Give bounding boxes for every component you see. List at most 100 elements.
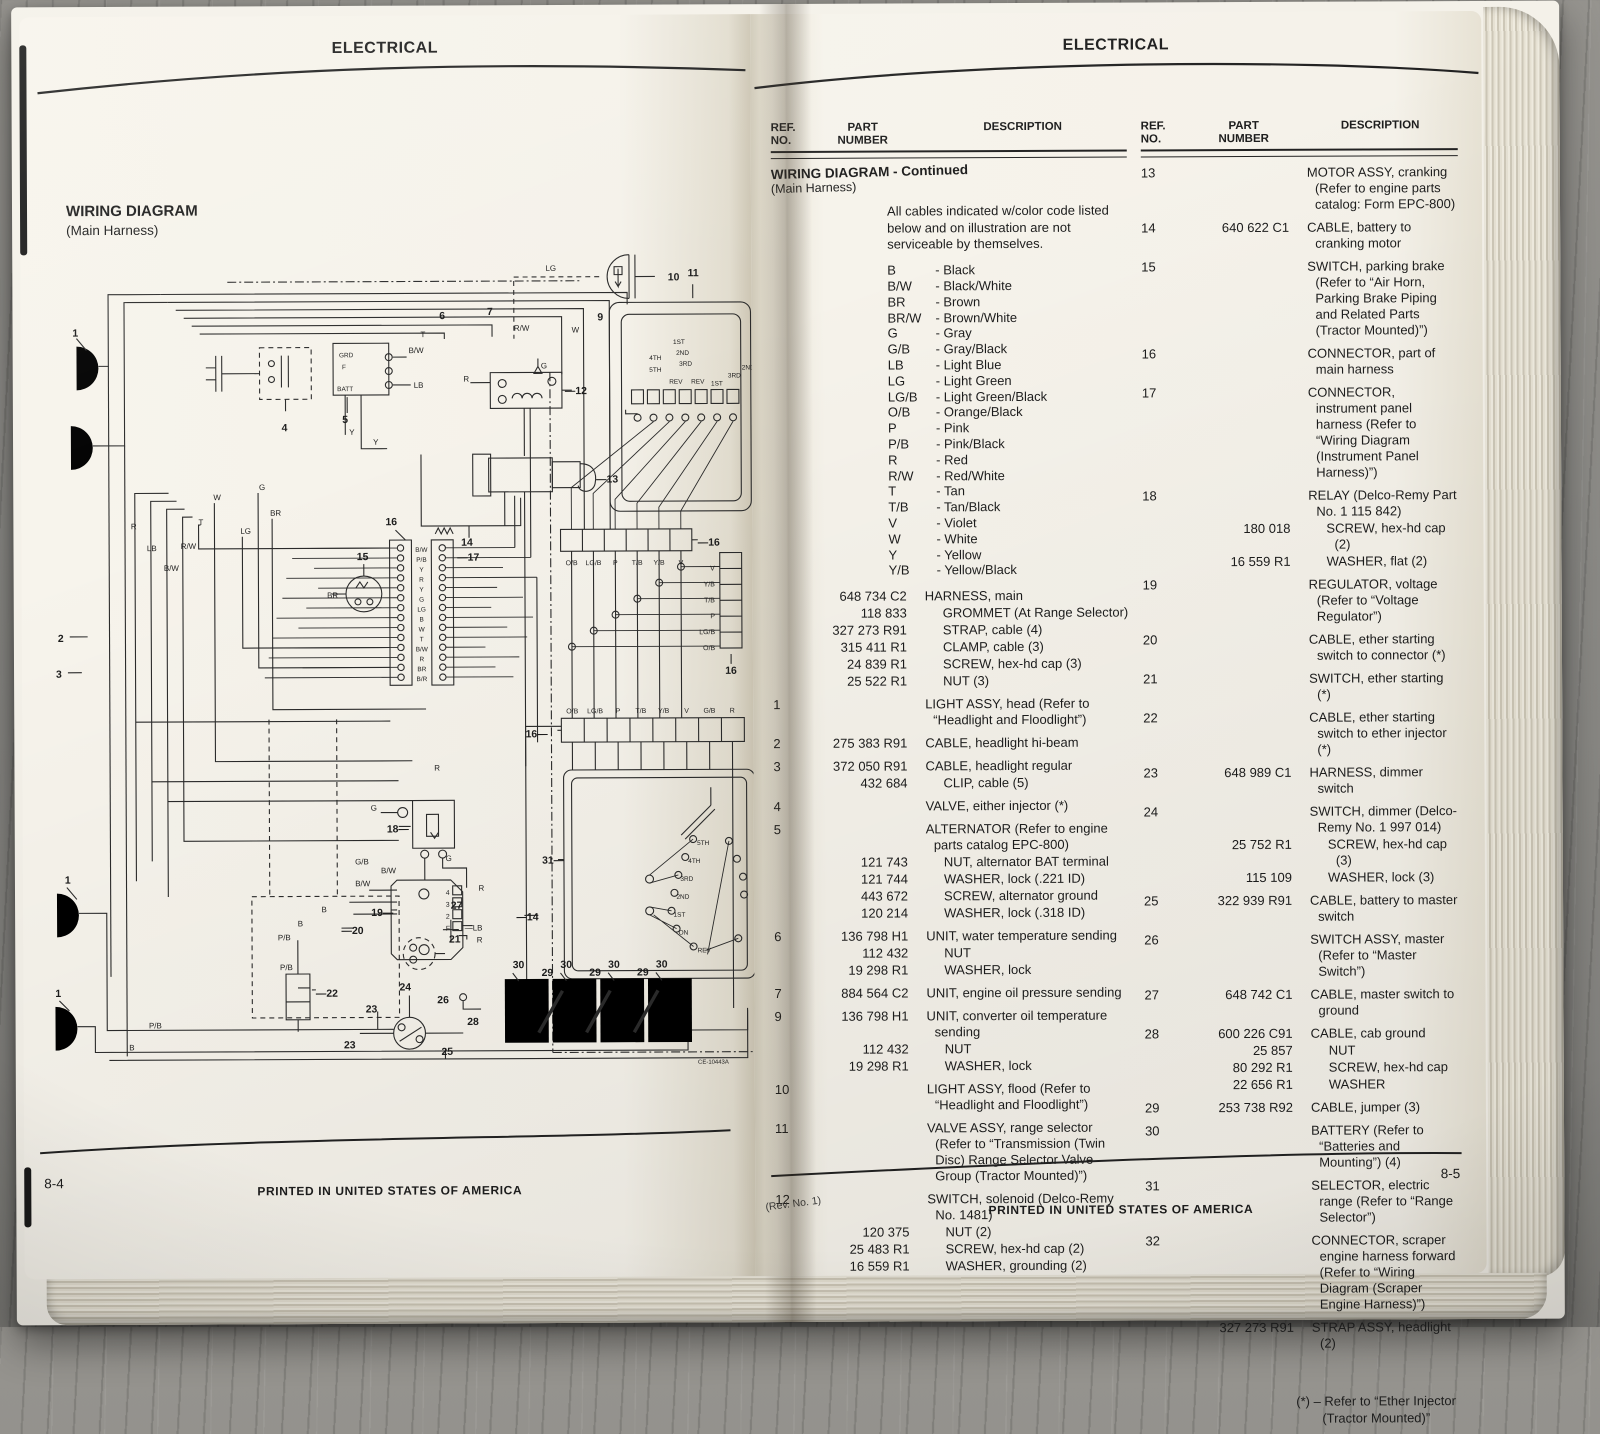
parts-row: 112 432 NUT xyxy=(775,1041,1131,1059)
diagram-label: V xyxy=(679,560,684,567)
ref-no: 21 xyxy=(1143,671,1158,687)
part-description: UNIT, engine oil pressure sending xyxy=(926,984,1122,1001)
color-code: BR xyxy=(887,294,906,310)
part-description: WASHER, lock xyxy=(944,1058,1032,1074)
color-code-row: LG/B - Light Green/Black xyxy=(888,388,1128,405)
part-number xyxy=(1188,932,1306,981)
color-code: LG/B xyxy=(887,388,918,405)
color-code: LB xyxy=(887,357,904,373)
part-description: NUT, alternator BAT terminal xyxy=(943,853,1109,870)
parts-row: 17 CONNECTOR, instrument panel harness (… xyxy=(1142,385,1459,482)
part-number: 24 839 R1 xyxy=(846,656,908,672)
ref-no: 9 xyxy=(774,1009,782,1025)
color-code-row: LG - Light Green xyxy=(888,372,1128,389)
parts-row: 25 752 R1 SCREW, hex-hd cap (3) xyxy=(1144,837,1461,870)
description-header: DESCRIPTION xyxy=(983,120,1062,134)
color-code: G/B xyxy=(887,341,911,357)
part-description: CABLE, ether starting switch to ether in… xyxy=(1309,709,1447,758)
parts-row: 20 CABLE, ether starting switch to conne… xyxy=(1143,632,1460,665)
header-rule-right xyxy=(754,62,1479,90)
diagram-label: B/W xyxy=(355,879,371,888)
part-number xyxy=(809,697,921,729)
diagram-label: P xyxy=(616,708,621,715)
ref-no xyxy=(774,963,810,979)
color-code-row: G - Gray xyxy=(888,325,1128,342)
diagram-label: O/B xyxy=(566,560,578,567)
diagram-label: Y xyxy=(349,428,355,437)
parts-row: 22 656 R1 WASHER xyxy=(1145,1077,1462,1094)
parts-row: 6 136 798 H1 UNIT, water temperature sen… xyxy=(774,928,1130,946)
diagram-label: T xyxy=(420,636,424,643)
parts-row: 112 432 NUT xyxy=(774,945,1130,963)
ref-no xyxy=(1144,838,1188,870)
diagram-label: B/W xyxy=(381,866,397,875)
diagram-label: B xyxy=(298,919,303,928)
part-description: CONNECTOR, instrument panel harness (Ref… xyxy=(1307,384,1419,481)
diagram-label: ON xyxy=(679,930,689,937)
ref-no xyxy=(773,589,809,605)
color-name: - Pink xyxy=(935,420,970,436)
parts-row: 19 REGULATOR, voltage (Refer to “Voltage… xyxy=(1143,577,1460,626)
part-description: WASHER, lock (3) xyxy=(1327,869,1435,886)
part-description: SCREW, hex-hd cap (3) xyxy=(1327,836,1448,869)
part-number xyxy=(1186,346,1304,379)
diagram-subtitle: (Main Harness) xyxy=(66,222,159,239)
part-number: 16 559 R1 xyxy=(1230,554,1291,570)
parts-row: 14 640 622 C1 CABLE, battery to cranking… xyxy=(1141,220,1458,253)
part-description: NUT xyxy=(944,945,972,961)
part-description: SWITCH, parking brake (Refer to “Air Hor… xyxy=(1307,258,1445,339)
diagram-label: P xyxy=(613,560,618,567)
ref-no xyxy=(773,606,809,622)
diagram-label: 1 xyxy=(55,989,61,1000)
color-code-row: R/W - Red/White xyxy=(888,467,1128,484)
part-number xyxy=(1185,165,1303,214)
diagram-label: LG xyxy=(240,527,251,536)
ref-no: 10 xyxy=(774,1082,790,1098)
diagram-label: R xyxy=(479,884,485,893)
part-description: UNIT, water temperature sending xyxy=(926,927,1117,944)
diagram-label: 30 xyxy=(513,960,525,971)
color-name: - Brown xyxy=(935,293,981,310)
part-number xyxy=(1185,259,1303,340)
ref-no: 13 xyxy=(1140,165,1156,181)
part-description: HARNESS, main xyxy=(924,588,1023,604)
part-description: LIGHT ASSY, head (Refer to “Headlight an… xyxy=(925,695,1090,728)
diagram-label: 2 xyxy=(58,634,64,645)
diagram-label: 29 xyxy=(542,968,554,979)
diagram-label: W xyxy=(213,493,221,502)
diagram-label: 5 xyxy=(342,415,348,426)
diagram-label: LG/B xyxy=(586,560,602,567)
part-number: 19 298 R1 xyxy=(848,1058,909,1074)
diagram-label: R/W xyxy=(181,542,197,551)
color-name: - Violet xyxy=(936,515,977,531)
color-name: - Light Blue xyxy=(935,357,1002,373)
diagram-label: B xyxy=(129,1043,134,1052)
parts-row: 648 734 C2 HARNESS, main xyxy=(773,588,1129,606)
color-code-row: Y/B - Yellow/Black xyxy=(889,562,1129,579)
diagram-label: P/B xyxy=(280,963,293,972)
diagram-label: B/R xyxy=(417,676,428,683)
color-code: G xyxy=(887,325,898,341)
left-printed-note: PRINTED IN UNITED STATES OF AMERICA xyxy=(257,1183,523,1199)
diagram-label: —12 xyxy=(565,386,587,397)
diagram-label: REV xyxy=(691,379,705,386)
color-code: R/W xyxy=(888,467,914,484)
diagram-label: 14 xyxy=(461,538,473,549)
open-manual-book: ELECTRICAL WIRING DIAGRAM (Main Harness) xyxy=(11,0,1565,1426)
ref-no xyxy=(1145,1078,1189,1094)
diagram-label: 3RD xyxy=(728,372,741,379)
color-code-row: P/B - Pink/Black xyxy=(888,435,1128,452)
diagram-label: 29 xyxy=(589,968,601,979)
color-name: - Black/White xyxy=(935,278,1012,294)
wiring-diagram: 11123456791011—12—1314—141516—17—161616—… xyxy=(49,254,756,1066)
part-description: NUT xyxy=(1328,1042,1356,1059)
parts-row: 13 MOTOR ASSY, cranking (Refer to engine… xyxy=(1141,165,1458,214)
ref-no: 32 xyxy=(1145,1233,1161,1249)
part-description: ALTERNATOR (Refer to engine parts catalo… xyxy=(925,820,1108,853)
part-description: CABLE, battery to cranking motor xyxy=(1307,219,1412,252)
color-code-row: T/B - Tan/Black xyxy=(888,499,1128,516)
